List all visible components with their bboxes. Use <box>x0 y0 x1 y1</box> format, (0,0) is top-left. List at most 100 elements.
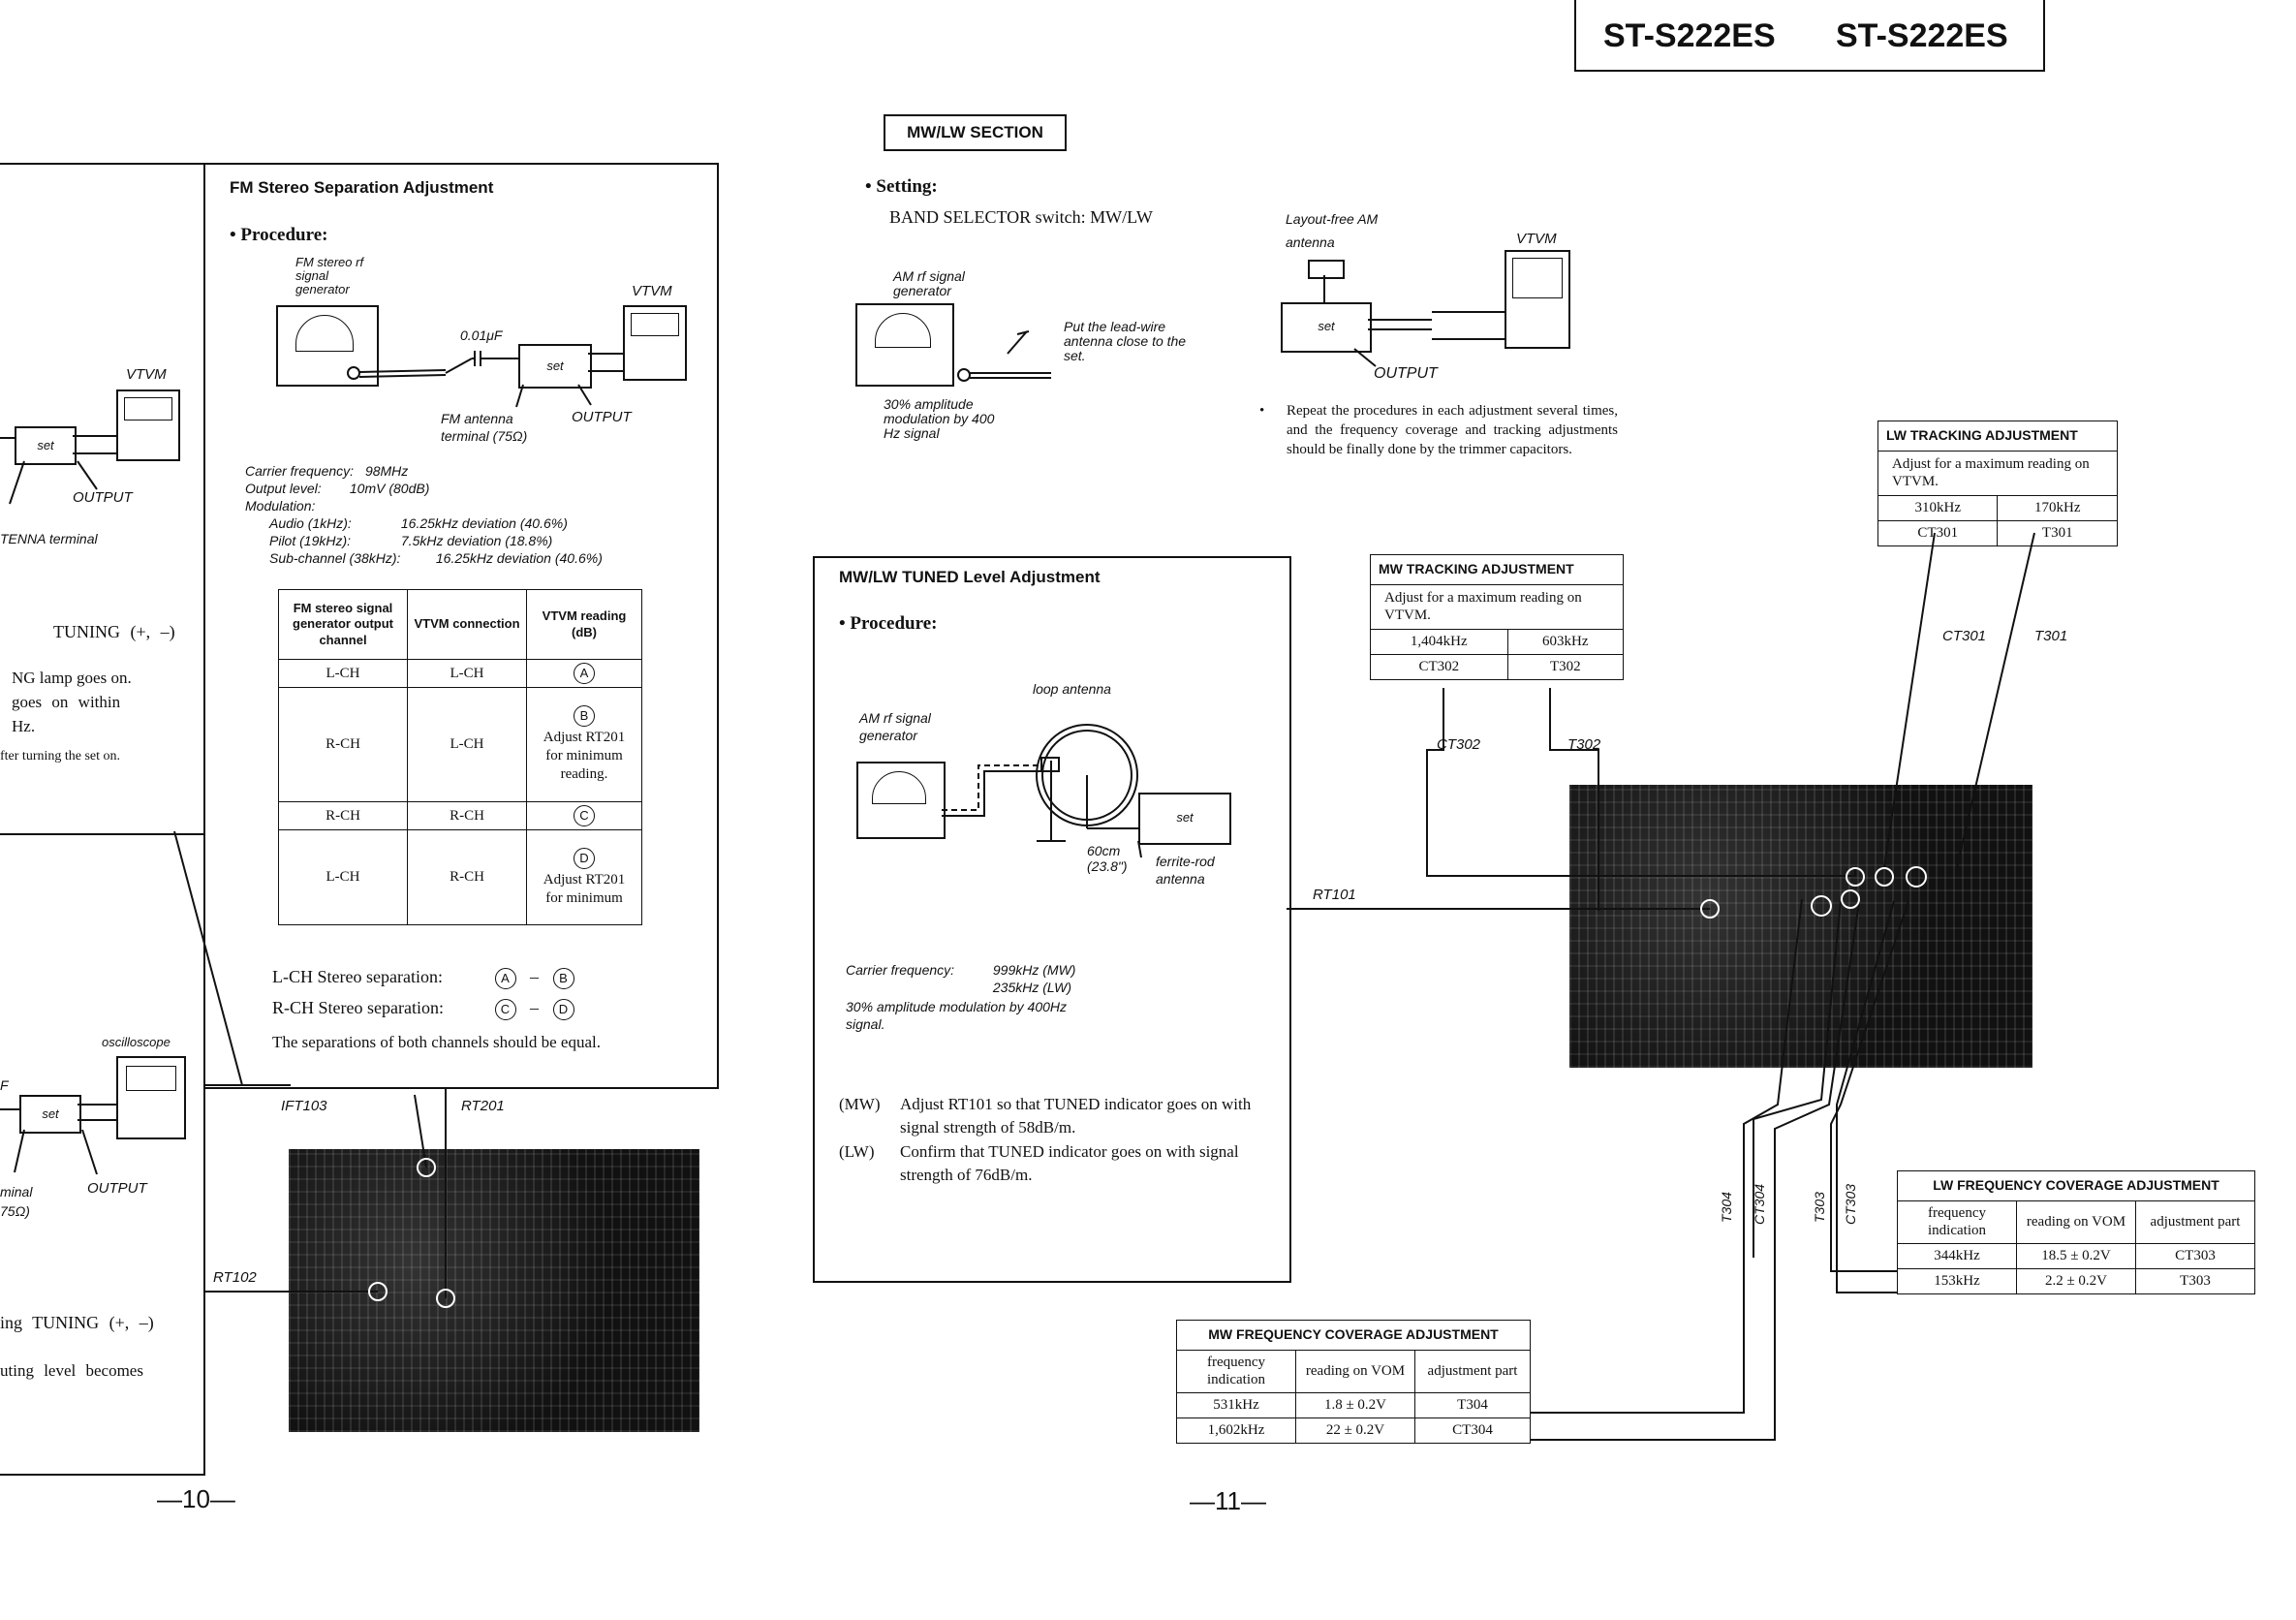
after-text: fter turning the set on. <box>0 749 121 763</box>
ift103-label: IFT103 <box>281 1098 327 1114</box>
f-label: F <box>0 1077 9 1093</box>
table-row: L-CH L-CH A <box>278 659 642 688</box>
fm-photo-callouts <box>203 1084 455 1308</box>
loop-antenna-diagram <box>942 724 1142 858</box>
fm-generator-label: FM stereo rf signal generator <box>295 255 364 296</box>
am-vtvm-device <box>1505 250 1570 349</box>
am-generator-wiring <box>957 330 1051 382</box>
fm-generator-device <box>276 305 379 387</box>
rt102-label: RT102 <box>213 1269 257 1286</box>
tuned-level-panel <box>813 556 1291 1283</box>
fm-table-header-vtvm-connection: VTVM connection <box>407 589 527 660</box>
muting-text: uting level becomes <box>0 1361 143 1380</box>
fm-modulation-heading: Modulation: <box>245 498 316 514</box>
lch-separation: L-CH Stereo separation: A – B <box>272 967 574 989</box>
amplitude-note: 30% amplitude modulation by 400 Hz signa… <box>884 396 995 441</box>
lw-tracking-table: LW TRACKING ADJUSTMENT Adjust for a maxi… <box>1877 421 2118 546</box>
fm-vtvm-device <box>623 305 687 381</box>
tuned-carrier: Carrier frequency: 999kHz (MW) 235kHz (L… <box>846 962 1076 995</box>
mwlw-section-badge: MW/LW SECTION <box>884 114 1067 151</box>
lamp-text-1: NG lamp goes on. <box>12 669 132 687</box>
t301-label: T301 <box>2034 628 2068 644</box>
set-box: set <box>15 426 77 465</box>
am-vtvm-label: VTVM <box>1516 231 1557 247</box>
t302-label: T302 <box>1567 736 1601 753</box>
ferrite-label: ferrite-rod antenna <box>1156 854 1215 887</box>
mw-tracking-table: MW TRACKING ADJUSTMENT Adjust for a maxi… <box>1370 554 1625 680</box>
tuned-lw-step: (LW) Confirm that TUNED indicator goes o… <box>839 1142 1239 1184</box>
fm-procedure-heading: • Procedure: <box>230 225 328 245</box>
fm-stereo-separation-panel <box>203 163 719 1089</box>
page-number-11: —11— <box>1190 1486 1266 1515</box>
tuned-set-box: set <box>1138 793 1231 845</box>
mw-frequency-coverage-table: MW FREQUENCY COVERAGE ADJUSTMENT frequen… <box>1176 1320 1531 1444</box>
setting-heading: • Setting: <box>865 176 938 197</box>
model-header <box>1574 0 2045 72</box>
circled-c: C <box>574 805 595 826</box>
fm-carrier-value: 98MHz <box>364 463 409 479</box>
tuned-modulation: 30% amplitude modulation by 400Hz signal… <box>846 999 1068 1032</box>
fm-pilot: Pilot (19kHz): 7.5kHz deviation (18.8%) <box>269 533 553 548</box>
fm-antenna-terminal-label: FM antenna terminal (75Ω) <box>441 411 528 444</box>
am-generator-label: AM rf signal generator <box>893 268 965 298</box>
fm-vtvm-label: VTVM <box>632 283 672 299</box>
rt201-label: RT201 <box>461 1098 505 1114</box>
tuned-mw-step: (MW) Adjust RT101 so that TUNED indicato… <box>839 1095 1252 1137</box>
fm-carrier-label: Carrier frequency: <box>245 463 355 479</box>
ohm-label: 75Ω) <box>0 1203 30 1219</box>
vtvm-label: VTVM <box>126 366 167 383</box>
ct301-label: CT301 <box>1942 628 1987 644</box>
fm-output-level: Output level: 10mV (80dB) <box>245 481 429 496</box>
am-output-label: OUTPUT <box>1374 365 1438 382</box>
ct302-label: CT302 <box>1437 736 1481 753</box>
model-name-left: ST-S222ES <box>1603 17 1776 54</box>
tuned-title: MW/LW TUNED Level Adjustment <box>839 568 1101 586</box>
fm-output-label: OUTPUT <box>572 409 632 425</box>
output-label-2: OUTPUT <box>87 1180 147 1197</box>
tuned-am-generator <box>856 762 946 839</box>
loop-antenna-label: loop antenna <box>1033 681 1111 697</box>
am-vtvm-wiring <box>1323 275 1505 367</box>
repeat-note: • Repeat the procedures in each adjustme… <box>1259 403 1618 457</box>
model-name-right: ST-S222ES <box>1836 17 2008 54</box>
am-set-box: set <box>1281 302 1372 353</box>
fm-table-header-output: FM stereo signal generator output channe… <box>278 589 408 660</box>
fm-capacitor-label: 0.01μF <box>460 327 503 343</box>
fm-output-level-value: 10mV (80dB) <box>349 481 430 496</box>
left-fragment-border-lower <box>0 831 205 1476</box>
distance-label: 60cm (23.8") <box>1087 843 1128 874</box>
table-row: R-CH R-CH C <box>278 801 642 830</box>
tuned-am-gen-label: AM rf signal generator <box>859 710 931 743</box>
rt101-label: RT101 <box>1313 887 1356 903</box>
separation-note: The separations of both channels should … <box>272 1033 601 1051</box>
set-box-2: set <box>19 1095 81 1134</box>
fm-section-title: FM Stereo Separation Adjustment <box>230 178 494 197</box>
lamp-text-2: goes on within <box>12 693 121 711</box>
vtvm-meter-icon <box>116 389 180 461</box>
fm-wiring <box>347 351 623 408</box>
tuning-text-2: ing TUNING (+, –) <box>0 1313 154 1332</box>
layout-free-antenna-icon <box>1308 260 1345 279</box>
minal-label: minal <box>0 1184 33 1199</box>
am-generator-device <box>855 303 954 387</box>
fm-table-header-vtvm-reading: VTVM reading (dB) <box>526 589 642 660</box>
circled-b: B <box>574 705 595 728</box>
fm-separation-table: FM stereo signal generator output channe… <box>278 589 642 925</box>
oscilloscope-icon <box>116 1056 186 1139</box>
circled-a: A <box>574 663 595 684</box>
output-label: OUTPUT <box>73 489 133 506</box>
left-fragment-bottom-rule <box>0 1474 203 1476</box>
fm-set-box: set <box>518 344 592 389</box>
layout-free-antenna-label: Layout-free AM antenna <box>1286 211 1379 250</box>
tuning-text: TUNING (+, –) <box>53 622 175 641</box>
